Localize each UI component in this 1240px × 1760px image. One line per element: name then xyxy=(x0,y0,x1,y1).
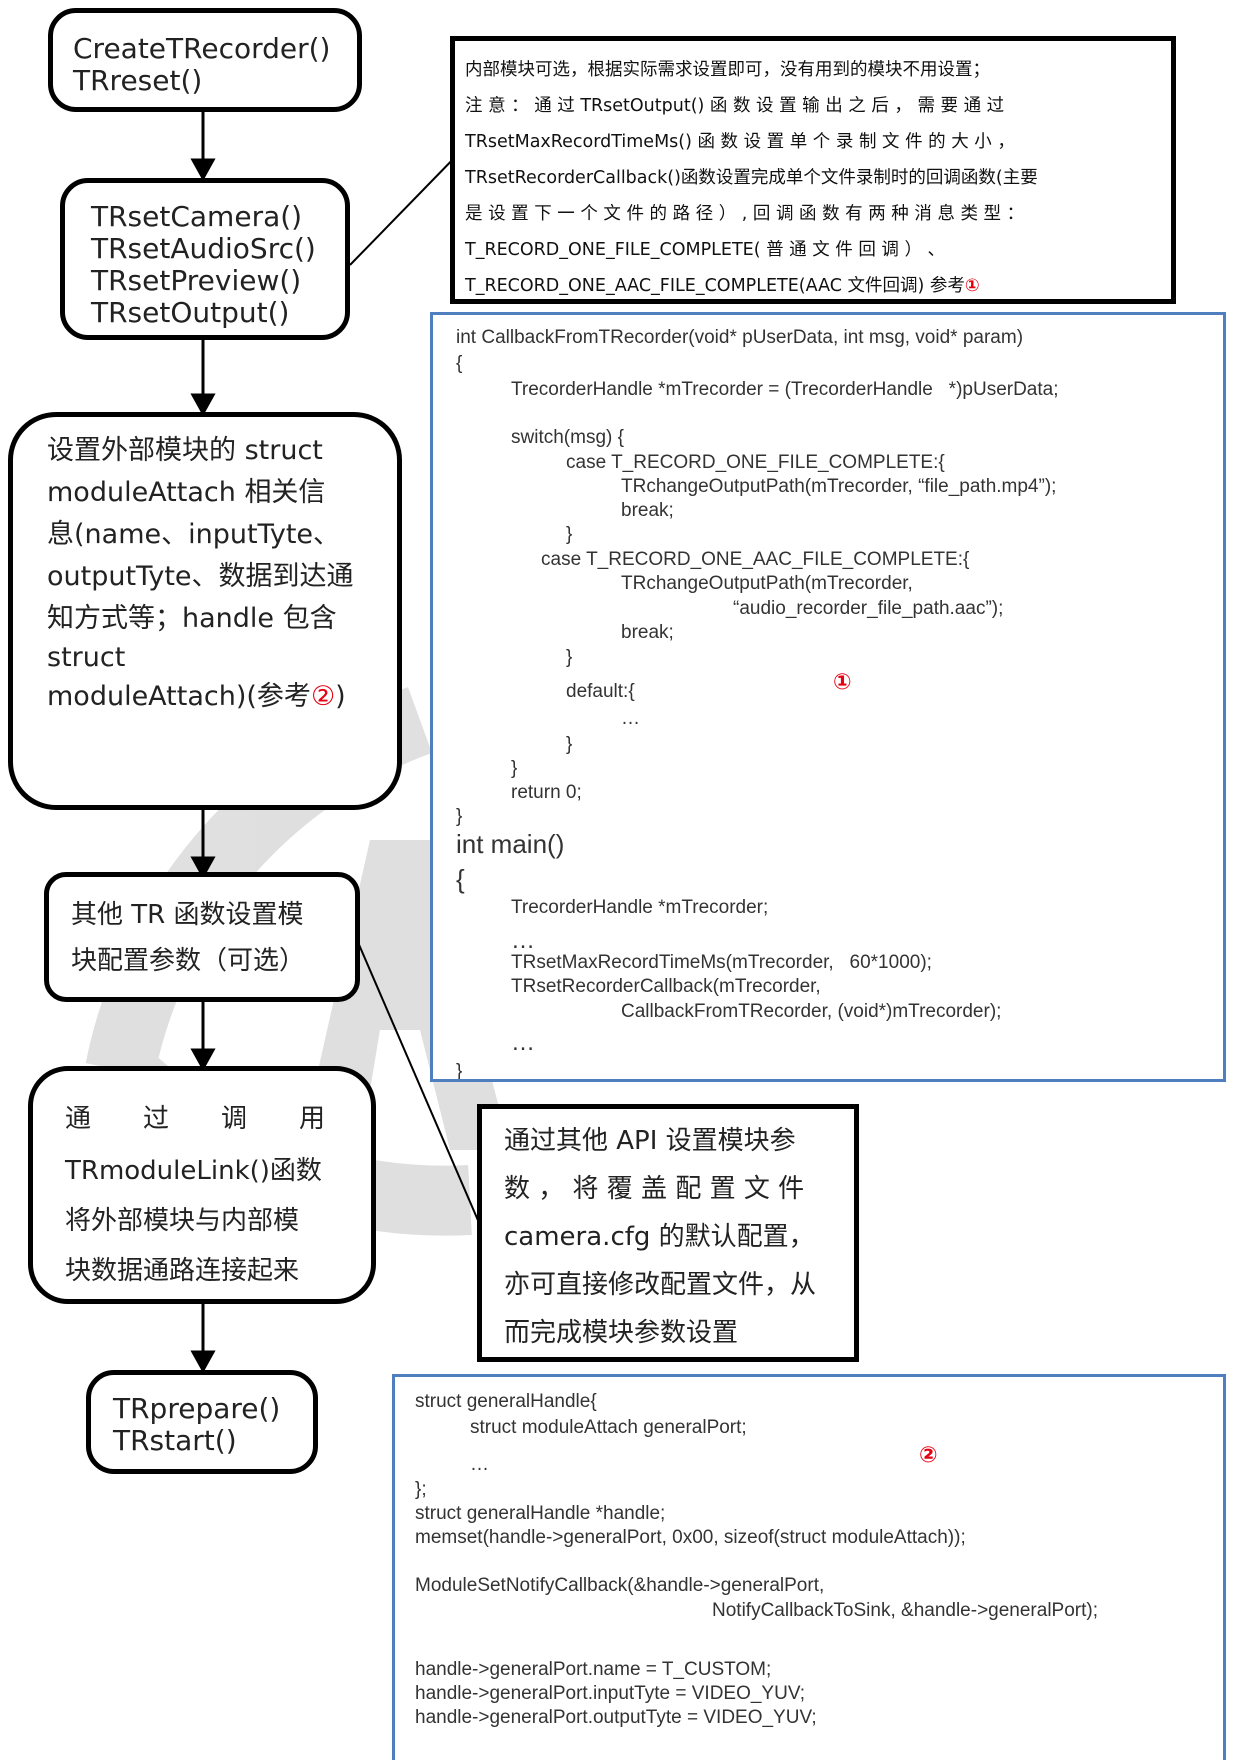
flow-text-attach-7: moduleAttach)(参考②) xyxy=(47,681,346,712)
code-line: } xyxy=(456,806,463,827)
note-line-2: 注 意 ： 通 过 TRsetOutput() 函 数 设 置 输 出 之 后 … xyxy=(465,96,1005,116)
code-line: int CallbackFromTRecorder(void* pUserDat… xyxy=(456,327,1024,348)
flow-box-module-link: 通 过 调 用 TRmoduleLink()函数 将外部模块与内部模 块数据通路… xyxy=(28,1066,376,1304)
note-internal-modules: 内部模块可选，根据实际需求设置即可，没有用到的模块不用设置； 注 意 ： 通 过… xyxy=(450,36,1176,304)
code-line: … xyxy=(470,1454,489,1475)
code-line: return 0; xyxy=(511,782,582,803)
code-line: struct generalHandle *handle; xyxy=(415,1503,666,1524)
flow-text-reset: TRreset() xyxy=(73,64,203,97)
flow-text-create: CreateTRecorder() xyxy=(73,32,331,65)
code-line: … xyxy=(511,927,535,954)
code-line: memset(handle->generalPort, 0x00, sizeof… xyxy=(415,1527,966,1548)
note-line-7: T_RECORD_ONE_AAC_FILE_COMPLETE(AAC 文件回调)… xyxy=(465,276,980,296)
note-line-3: TRsetMaxRecordTimeMs() 函 数 设 置 单 个 录 制 文… xyxy=(465,132,1015,152)
code-line: TrecorderHandle *mTrecorder; xyxy=(511,897,769,918)
code-line: }; xyxy=(415,1479,427,1500)
code-line: ModuleSetNotifyCallback(&handle->general… xyxy=(415,1575,825,1596)
code-line: CallbackFromTRecorder, (void*)mTrecorder… xyxy=(621,1001,1002,1022)
flow-text-link-1: 通 过 调 用 xyxy=(65,1104,326,1134)
flow-box-module-attach: 设置外部模块的 struct moduleAttach 相关信 息(name、i… xyxy=(8,412,402,810)
note-mid-line-3: camera.cfg 的默认配置， xyxy=(504,1222,815,1252)
flow-text-attach-4: outputTyte、数据到达通 xyxy=(47,561,354,592)
code-line: } xyxy=(511,758,518,779)
code-line: TRsetRecorderCallback(mTrecorder, xyxy=(511,976,821,997)
flow-text-attach-3: 息(name、inputTyte、 xyxy=(47,519,341,550)
flow-text-audio: TRsetAudioSrc() xyxy=(91,232,316,265)
code-line: } xyxy=(566,524,573,545)
note-line-1: 内部模块可选，根据实际需求设置即可，没有用到的模块不用设置； xyxy=(465,60,990,80)
flow-box-other-tr: 其他 TR 函数设置模 块配置参数（可选） xyxy=(44,872,360,1002)
note-api-settings: 通过其他 API 设置模块参 数 ， 将 覆 盖 配 置 文 件 camera.… xyxy=(477,1104,859,1362)
note-mid-line-2: 数 ， 将 覆 盖 配 置 文 件 xyxy=(504,1174,805,1204)
code-line: int main() xyxy=(456,829,565,859)
flow-text-attach-5: 知方式等；handle 包含 xyxy=(47,603,337,634)
flow-text-link-4: 块数据通路连接起来 xyxy=(65,1256,300,1286)
note-line-4: TRsetRecorderCallback()函数设置完成单个文件录制时的回调函… xyxy=(465,168,1038,188)
code-line: default:{ xyxy=(566,681,635,702)
flow-text-preview: TRsetPreview() xyxy=(91,264,302,297)
code-line: break; xyxy=(621,622,674,643)
code-line: } xyxy=(566,647,573,668)
reference-marker-2: ② xyxy=(310,681,336,712)
arrowhead-4 xyxy=(190,1048,216,1072)
note-mid-line-1: 通过其他 API 设置模块参 xyxy=(504,1126,796,1156)
note-line-5: 是 设 置 下 一 个 文 件 的 路 径 ） , 回 调 函 数 有 两 种 … xyxy=(465,204,1025,224)
code-line: TRchangeOutputPath(mTrecorder, “file_pat… xyxy=(621,476,1057,497)
arrowhead-1 xyxy=(190,158,216,182)
code-line: struct generalHandle{ xyxy=(415,1391,597,1412)
flow-text-link-3: 将外部模块与内部模 xyxy=(65,1206,300,1236)
code-line: } xyxy=(566,734,573,755)
flow-text-attach-1: 设置外部模块的 struct xyxy=(47,435,323,466)
code-line: struct moduleAttach generalPort; xyxy=(470,1417,747,1438)
callout-line-top xyxy=(349,149,463,266)
reference-marker-1: ① xyxy=(833,670,852,695)
code-line: { xyxy=(456,353,463,374)
code-line: handle->generalPort.inputTyte = VIDEO_YU… xyxy=(415,1683,806,1704)
code-panel-callback: int CallbackFromTRecorder(void* pUserDat… xyxy=(430,312,1226,1082)
code-line: switch(msg) { xyxy=(511,427,624,448)
code-line: TRchangeOutputPath(mTrecorder, xyxy=(621,573,913,594)
flow-text-prepare: TRprepare() xyxy=(113,1392,281,1425)
flow-text-start: TRstart() xyxy=(113,1424,237,1457)
arrowhead-3 xyxy=(190,856,216,880)
reference-marker-2: ② xyxy=(919,1443,938,1468)
code-line: handle->generalPort.name = T_CUSTOM; xyxy=(415,1659,772,1680)
reference-marker-1: ① xyxy=(964,276,980,296)
note-mid-line-4: 亦可直接修改配置文件，从 xyxy=(504,1270,817,1300)
code-line: } xyxy=(456,1061,463,1082)
code-line: TrecorderHandle *mTrecorder = (Trecorder… xyxy=(511,379,1059,400)
code-line: NotifyCallbackToSink, &handle->generalPo… xyxy=(712,1600,1099,1621)
code-line: “audio_recorder_file_path.aac”); xyxy=(733,598,1004,619)
code-line: … xyxy=(621,708,640,729)
flow-box-start: TRprepare() TRstart() xyxy=(86,1370,318,1474)
code-panel-general-handle: struct generalHandle{ struct moduleAttac… xyxy=(392,1374,1226,1760)
arrowhead-5 xyxy=(190,1350,216,1374)
flow-text-output: TRsetOutput() xyxy=(91,296,290,329)
arrowhead-2 xyxy=(190,393,216,417)
flow-text-other-2: 块配置参数（可选） xyxy=(71,946,306,976)
code-line: TRsetMaxRecordTimeMs(mTrecorder, 60*1000… xyxy=(511,952,932,973)
note-mid-line-5: 而完成模块参数设置 xyxy=(504,1318,739,1348)
code-line: case T_RECORD_ONE_FILE_COMPLETE:{ xyxy=(566,452,945,473)
callout-line-mid xyxy=(356,939,481,1226)
flow-text-attach-6: struct xyxy=(47,642,126,673)
code-line: break; xyxy=(621,500,674,521)
flow-text-other-1: 其他 TR 函数设置模 xyxy=(71,900,304,930)
note-line-6: T_RECORD_ONE_FILE_COMPLETE( 普 通 文 件 回 调 … xyxy=(465,240,946,260)
code-line: { xyxy=(456,864,465,894)
flow-text-link-2: TRmoduleLink()函数 xyxy=(65,1156,322,1186)
flow-box-setup-modules: TRsetCamera() TRsetAudioSrc() TRsetPrevi… xyxy=(60,178,350,340)
flow-text-camera: TRsetCamera() xyxy=(91,200,303,233)
code-line: … xyxy=(511,1029,535,1056)
code-line: case T_RECORD_ONE_AAC_FILE_COMPLETE:{ xyxy=(541,549,970,570)
flow-box-create: CreateTRecorder() TRreset() xyxy=(48,8,362,112)
code-line: handle->generalPort.outputTyte = VIDEO_Y… xyxy=(415,1707,817,1728)
flow-text-attach-2: moduleAttach 相关信 xyxy=(47,477,326,508)
